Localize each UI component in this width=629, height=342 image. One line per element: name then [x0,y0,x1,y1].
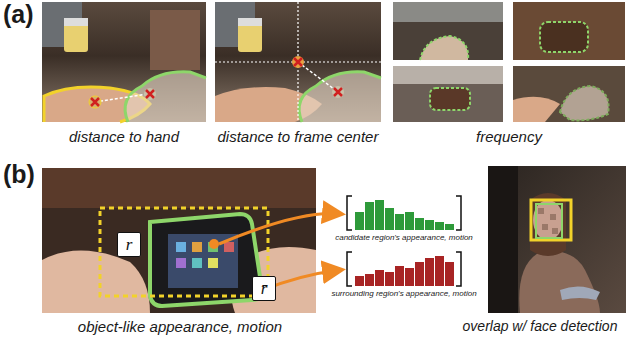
histogram-label: candidate region's appearance, motion [335,233,473,242]
region-symbol: r̄ [261,280,268,297]
region-tag: r [117,232,141,257]
caption: overlap w/ face detection [463,318,618,334]
panel-letter: (a) [3,0,34,29]
region-symbol: r [126,236,133,253]
histogram-label: surrounding region's appearance, motion [331,289,476,298]
caption: distance to hand [69,128,179,145]
region-tag: r̄ [252,276,276,301]
caption: object-like appearance, motion [78,318,282,335]
caption: distance to frame center [218,128,379,145]
panel-letter: (b) [3,160,35,189]
caption: frequency [476,128,542,145]
